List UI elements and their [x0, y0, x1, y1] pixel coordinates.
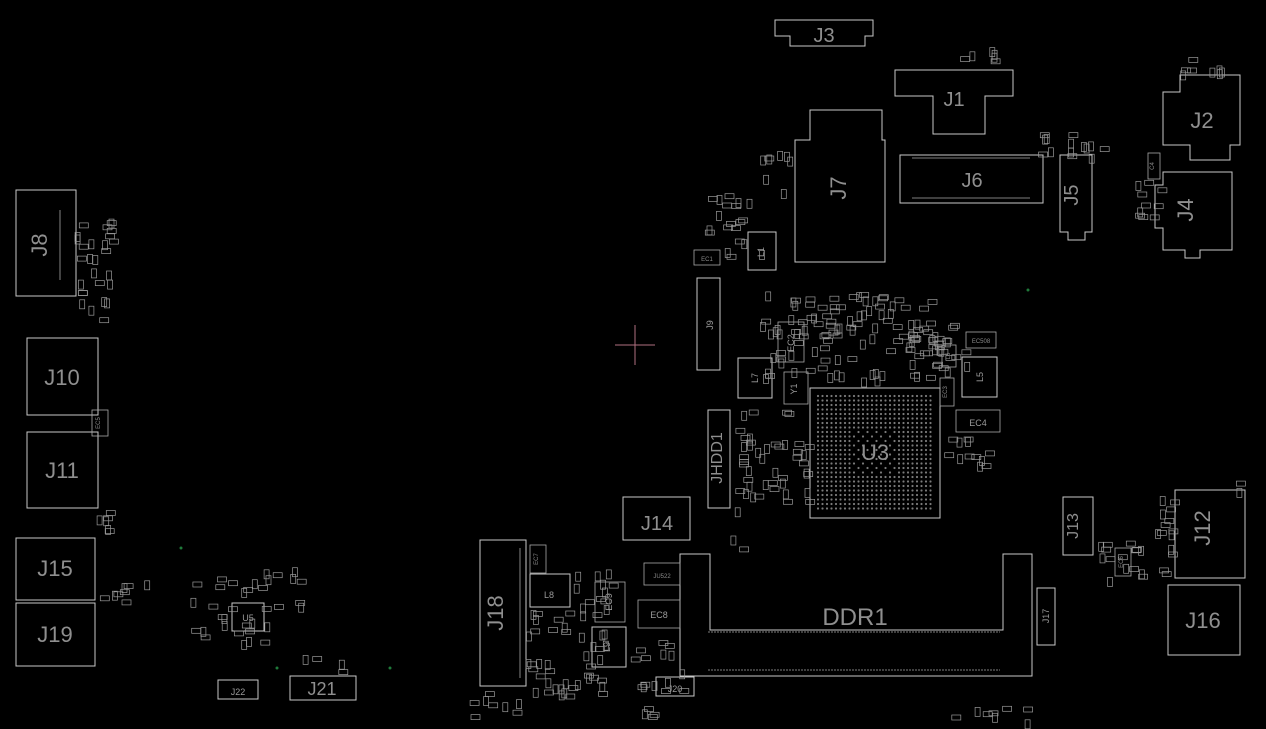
EC3-label: EC3: [943, 386, 949, 398]
J3-label: J3: [813, 25, 834, 47]
J15-label: J15: [37, 556, 72, 581]
J12-label: J12: [1190, 510, 1215, 545]
J7-label: J7: [826, 176, 851, 199]
connector-J6[interactable]: J6: [899, 154, 1044, 204]
L8-label: L8: [544, 590, 554, 600]
connector-J1[interactable]: J1: [894, 69, 1014, 135]
J8-label: J8: [27, 233, 52, 256]
connector-J15[interactable]: J15: [15, 537, 96, 601]
J10-label: J10: [44, 365, 79, 390]
J14-label: J14: [641, 513, 673, 535]
capacitor-C4[interactable]: C4: [1147, 152, 1161, 180]
capacitor-EC3[interactable]: EC3: [939, 377, 955, 407]
origin-cross-marker: [615, 325, 655, 365]
L9-label: L9: [602, 642, 612, 652]
connector-J5[interactable]: J5: [1059, 154, 1093, 241]
inductor-L8[interactable]: L8: [529, 573, 571, 608]
JU522-label: JU522: [653, 574, 671, 580]
connector-J20[interactable]: J20: [655, 676, 695, 697]
crystal-Y1[interactable]: Y1: [783, 371, 809, 405]
J22-label: J22: [231, 687, 246, 697]
connector-J22[interactable]: J22: [217, 679, 259, 700]
bga-ball-grid: [816, 394, 932, 510]
capacitor-EC8[interactable]: EC8: [637, 599, 681, 629]
smd-passive-footprints: [74, 47, 1246, 729]
connector-J11[interactable]: J11: [26, 431, 99, 509]
inductor-L9[interactable]: L9: [591, 626, 627, 668]
J20-label: J20: [668, 684, 683, 694]
connector-J10[interactable]: J10: [26, 337, 99, 416]
connector-J7[interactable]: J7: [794, 109, 886, 263]
EC2-label: EC2: [786, 334, 796, 352]
EC6-label: EC6: [1119, 556, 1125, 568]
chip-U5[interactable]: U5: [231, 602, 265, 632]
J16-label: J16: [1185, 608, 1220, 633]
inductor-L1[interactable]: L1: [747, 231, 777, 271]
J1-label: J1: [943, 89, 964, 111]
J4-label: J4: [1173, 198, 1198, 221]
capacitor-EC2[interactable]: EC2: [777, 321, 805, 363]
connector-J8[interactable]: J8: [15, 189, 77, 297]
J18-label: J18: [483, 595, 508, 630]
inductor-L7[interactable]: L7: [737, 357, 773, 399]
J21-label: J21: [307, 679, 336, 699]
connector-J13[interactable]: J13: [1062, 496, 1094, 556]
U3-label: U3: [861, 440, 889, 465]
connector-J17[interactable]: J17: [1036, 587, 1056, 646]
capacitor-EC1[interactable]: EC1: [693, 249, 721, 266]
EC8-label: EC8: [650, 610, 668, 620]
connector-J4[interactable]: J4: [1154, 171, 1233, 259]
connector-JHDD1[interactable]: JHDD1: [707, 409, 731, 509]
L1-label: L1: [756, 247, 766, 257]
J17-label: J17: [1041, 609, 1051, 624]
J5-label: J5: [1061, 184, 1083, 205]
EC9-label: EC9: [604, 593, 614, 611]
fiducial-dot: [179, 546, 183, 550]
inductor-L5[interactable]: L5: [961, 356, 998, 398]
part-JU522[interactable]: JU522: [643, 562, 681, 586]
capacitor-EC7[interactable]: EC7: [529, 544, 547, 574]
DDR1-label: DDR1: [822, 604, 887, 631]
connector-J21[interactable]: J21: [289, 675, 357, 701]
JHDD1-label: JHDD1: [709, 432, 726, 484]
connector-J18[interactable]: J18: [479, 539, 527, 687]
J13-label: J13: [1065, 513, 1082, 539]
U5-label: U5: [242, 613, 254, 623]
connector-J12[interactable]: J12: [1174, 489, 1246, 579]
EC1-label: EC1: [701, 257, 713, 263]
J11-label: J11: [45, 458, 79, 483]
ddr-slot-DDR1[interactable]: DDR1: [679, 553, 1033, 677]
capacitor-EC9[interactable]: EC9: [594, 581, 626, 623]
connector-J3[interactable]: J3: [774, 19, 874, 47]
connector-J19[interactable]: J19: [15, 602, 96, 667]
J9-label: J9: [705, 320, 715, 330]
connector-J16[interactable]: J16: [1167, 584, 1241, 656]
connector-J14[interactable]: J14: [622, 496, 691, 541]
capacitor-EC5[interactable]: EC5: [91, 409, 109, 437]
J19-label: J19: [37, 622, 72, 647]
capacitor-EC4[interactable]: EC4: [955, 409, 1001, 433]
part-EC508[interactable]: EC508: [965, 331, 997, 349]
L5-label: L5: [975, 372, 985, 382]
Y1-label: Y1: [789, 383, 799, 394]
EC4-label: EC4: [969, 418, 987, 428]
fiducial-dot: [388, 666, 392, 670]
chip-U3[interactable]: U3: [809, 387, 941, 519]
J2-label: J2: [1190, 108, 1213, 133]
EC5-label: EC5: [96, 417, 102, 429]
L7-label: L7: [750, 373, 760, 383]
EC508-label: EC508: [972, 339, 991, 345]
connector-J9[interactable]: J9: [696, 277, 721, 371]
fiducial-dot: [275, 666, 279, 670]
J6-label: J6: [961, 170, 982, 192]
connector-J2[interactable]: J2: [1162, 74, 1241, 161]
EC7-label: EC7: [534, 553, 540, 565]
C4-label: C4: [1150, 162, 1156, 170]
fiducial-dot: [1026, 288, 1030, 292]
